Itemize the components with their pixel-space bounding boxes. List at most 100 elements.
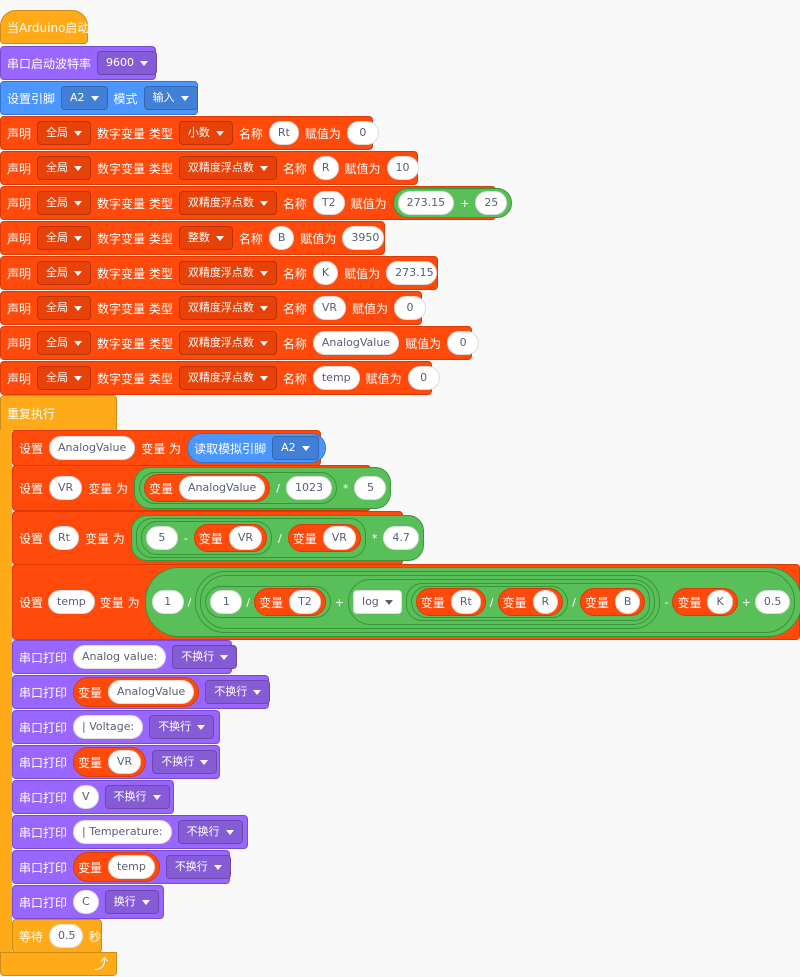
type-dropdown[interactable]: 小数 — [178, 121, 233, 145]
pin-mode-block[interactable]: 设置引脚 A2 模式 输入 — [0, 81, 198, 115]
serial-print-block[interactable]: 串口打印 变量 VR 不换行 — [12, 745, 220, 779]
print-text-input[interactable]: V — [73, 785, 99, 809]
newline-dropdown[interactable]: 不换行 — [165, 855, 231, 879]
variable-name-field[interactable]: VR — [49, 476, 83, 500]
variable-name-field[interactable]: Rt — [49, 526, 79, 550]
wait-seconds-input[interactable]: 0.5 — [49, 924, 83, 948]
variable-reporter[interactable]: 变量 VR — [287, 524, 361, 552]
declare-variable-block[interactable]: 声明 全局 数字变量 类型 双精度浮点数 名称 VR 赋值为 0 — [0, 291, 427, 325]
multiply-operator[interactable]: 5 - 变量 VR / 变量 VR * 4.7 — [130, 515, 424, 561]
newline-dropdown[interactable]: 不换行 — [172, 645, 238, 669]
number-input[interactable]: 5 — [354, 476, 387, 500]
serial-print-block[interactable]: 串口打印 Analog value: 不换行 — [12, 640, 238, 674]
variable-name-input[interactable]: B — [268, 226, 295, 250]
variable-name-input[interactable]: VR — [312, 296, 347, 320]
initial-value-input[interactable]: 10 — [386, 156, 419, 180]
scope-dropdown[interactable]: 全局 — [37, 331, 92, 355]
variable-reporter[interactable]: 变量 temp — [73, 852, 160, 882]
divide-b-operator[interactable]: 变量 Rt / 变量 R / 变量 B — [405, 583, 651, 621]
initial-value-input[interactable]: 0 — [407, 366, 440, 390]
baud-dropdown[interactable]: 9600 — [97, 51, 158, 75]
declare-variable-block[interactable]: 声明 全局 数字变量 类型 双精度浮点数 名称 temp 赋值为 0 — [0, 361, 440, 395]
serial-begin-block[interactable]: 串口启动波特率 9600 — [0, 46, 158, 80]
declare-variable-block[interactable]: 声明 全局 数字变量 类型 双精度浮点数 名称 K 赋值为 273.15 — [0, 256, 438, 290]
variable-name-field[interactable]: AnalogValue — [49, 436, 136, 460]
serial-print-block[interactable]: 串口打印 V 不换行 — [12, 780, 174, 814]
number-input[interactable]: 1 — [151, 590, 184, 614]
variable-name[interactable]: Rt — [450, 590, 481, 614]
scope-dropdown[interactable]: 全局 — [37, 226, 92, 250]
serial-print-block[interactable]: 串口打印 变量 AnalogValue 不换行 — [12, 675, 271, 709]
scope-dropdown[interactable]: 全局 — [37, 366, 92, 390]
variable-name-field[interactable]: temp — [48, 590, 95, 614]
mode-dropdown[interactable]: 输入 — [143, 86, 198, 110]
print-text-input[interactable]: | Voltage: — [73, 715, 144, 739]
divide-operator[interactable]: 5 - 变量 VR / 变量 VR — [135, 518, 366, 558]
variable-reporter[interactable]: 变量 Rt — [415, 588, 486, 616]
set-analogvalue-block[interactable]: 设置 AnalogValue 变量 为 读取模拟引脚 A2 — [12, 430, 326, 466]
forever-loop-block[interactable]: 重复执行 — [0, 395, 117, 431]
scope-dropdown[interactable]: 全局 — [37, 191, 92, 215]
variable-reporter[interactable]: 变量 R — [497, 588, 564, 616]
variable-name-input[interactable]: R — [312, 156, 339, 180]
number-input[interactable]: 1 — [210, 590, 243, 614]
number-input[interactable]: 5 — [145, 526, 178, 550]
add-operator-inner[interactable]: 1 / 变量 T2 + log 变量 Rt — [200, 575, 661, 629]
divide-operator[interactable]: 变量 AnalogValue / 1023 — [139, 472, 337, 504]
variable-name[interactable]: temp — [108, 855, 155, 879]
math-function-dropdown[interactable]: log — [353, 590, 402, 614]
variable-name-input[interactable]: K — [312, 261, 339, 285]
variable-name[interactable]: AnalogValue — [179, 476, 266, 500]
multiply-operator[interactable]: 变量 AnalogValue / 1023 * 5 — [134, 467, 392, 509]
declare-variable-block[interactable]: 声明 全局 数字变量 类型 小数 名称 Rt 赋值为 0 — [0, 116, 379, 150]
variable-name[interactable]: VR — [322, 526, 356, 550]
variable-name[interactable]: VR — [108, 750, 142, 774]
variable-reporter[interactable]: 变量 VR — [193, 524, 267, 552]
initial-value-input[interactable]: 273.15 — [386, 261, 437, 285]
number-input[interactable]: 273.15 — [397, 191, 455, 215]
newline-dropdown[interactable]: 不换行 — [152, 750, 218, 774]
variable-reporter[interactable]: 变量 B — [579, 588, 646, 616]
divide-operator-outer[interactable]: 1 / 1 / 变量 T2 + log — [144, 567, 800, 637]
serial-print-block[interactable]: 串口打印 变量 temp 不换行 — [12, 850, 231, 884]
read-analog-pin-reporter[interactable]: 读取模拟引脚 A2 — [187, 433, 326, 463]
add-operator[interactable]: 273.15 + 25 — [392, 188, 513, 218]
variable-name[interactable]: AnalogValue — [108, 680, 195, 704]
divide-r-operator[interactable]: 变量 Rt / 变量 R — [410, 586, 569, 618]
print-text-input[interactable]: C — [73, 890, 99, 914]
pin-dropdown[interactable]: A2 — [61, 86, 108, 110]
declare-variable-block[interactable]: 声明 全局 数字变量 类型 双精度浮点数 名称 T2 赋值为 273.15 + … — [0, 186, 513, 220]
scope-dropdown[interactable]: 全局 — [37, 156, 92, 180]
type-dropdown[interactable]: 双精度浮点数 — [178, 331, 277, 355]
type-dropdown[interactable]: 双精度浮点数 — [178, 296, 277, 320]
declare-variable-block[interactable]: 声明 全局 数字变量 类型 双精度浮点数 名称 AnalogValue 赋值为 … — [0, 326, 480, 360]
initial-value-input[interactable]: 0 — [447, 331, 480, 355]
wait-block[interactable]: 等待 0.5 秒 — [12, 919, 102, 953]
initial-value-input[interactable]: 0 — [346, 121, 379, 145]
initial-value-input[interactable]: 0 — [394, 296, 427, 320]
divide-t2-operator[interactable]: 1 / 变量 T2 — [205, 586, 331, 618]
serial-print-block[interactable]: 串口打印 | Voltage: 不换行 — [12, 710, 220, 744]
variable-reporter[interactable]: 变量 K — [672, 588, 738, 616]
newline-dropdown[interactable]: 不换行 — [205, 680, 271, 704]
add-operator[interactable]: 1 / 变量 T2 + log 变量 Rt — [195, 571, 796, 633]
newline-dropdown[interactable]: 不换行 — [149, 715, 215, 739]
number-input[interactable]: 4.7 — [383, 526, 419, 550]
type-dropdown[interactable]: 双精度浮点数 — [178, 261, 277, 285]
variable-name[interactable]: T2 — [289, 590, 321, 614]
initial-value-input[interactable]: 3950 — [342, 226, 384, 250]
math-function-operator[interactable]: log 变量 Rt / 变量 R — [348, 579, 656, 625]
variable-name[interactable]: VR — [228, 526, 262, 550]
serial-print-block[interactable]: 串口打印 C 换行 — [12, 885, 164, 919]
declare-variable-block[interactable]: 声明 全局 数字变量 类型 双精度浮点数 名称 R 赋值为 10 — [0, 151, 419, 185]
set-rt-block[interactable]: 设置 Rt 变量 为 5 - 变量 VR / 变量 VR * 4.7 — [12, 511, 424, 565]
type-dropdown[interactable]: 双精度浮点数 — [178, 191, 277, 215]
type-dropdown[interactable]: 双精度浮点数 — [178, 366, 277, 390]
scope-dropdown[interactable]: 全局 — [37, 296, 92, 320]
print-text-input[interactable]: Analog value: — [73, 645, 167, 669]
set-temp-block[interactable]: 设置 temp 变量 为 1 / 1 / 变量 T2 + log — [12, 564, 800, 640]
variable-reporter[interactable]: 变量 AnalogValue — [73, 677, 200, 707]
print-text-input[interactable]: | Temperature: — [73, 820, 172, 844]
declare-variable-block[interactable]: 声明 全局 数字变量 类型 整数 名称 B 赋值为 3950 — [0, 221, 385, 255]
variable-name[interactable]: K — [707, 590, 733, 614]
